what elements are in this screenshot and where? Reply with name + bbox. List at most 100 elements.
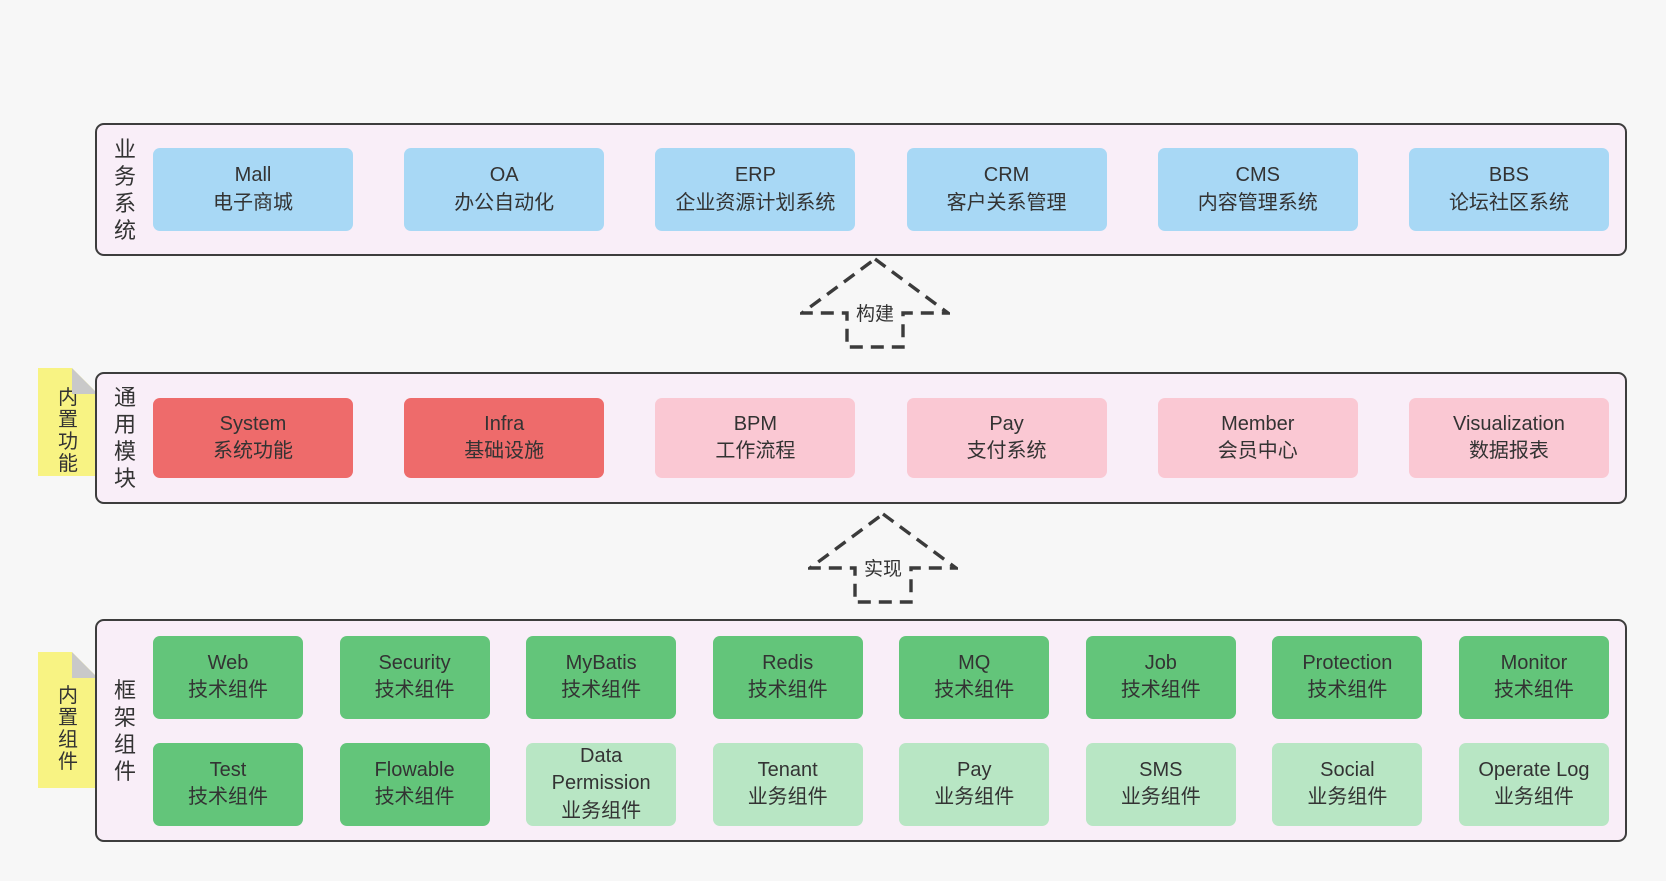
- module-subtitle: 会员中心: [1217, 440, 1298, 462]
- note-label: 内置组件: [58, 685, 78, 773]
- layer-common-modules: 通用模块 System 系统功能 Infra 基础设施 BPM 工作流程 Pay 支付系统 Me…: [95, 372, 1627, 504]
- module-subtitle: 技术组件: [374, 786, 455, 808]
- module-subtitle: 业务组件: [747, 786, 828, 808]
- module-box-system: System 系统功能: [153, 398, 353, 478]
- module-box-operate-log: Operate Log 业务组件: [1458, 742, 1609, 826]
- module-name: BPM: [733, 412, 778, 435]
- module-name: Tenant: [757, 758, 818, 781]
- arrow-label: 构建: [852, 299, 898, 326]
- module-name: Visualization: [1452, 412, 1565, 435]
- module-box-test: Test 技术组件: [153, 742, 303, 826]
- implement-arrow: 实现: [808, 512, 958, 604]
- module-name: SMS: [1139, 758, 1183, 781]
- build-arrow: 构建: [800, 257, 950, 349]
- layer-label: 业务系统: [97, 125, 153, 254]
- module-name: BBS: [1488, 164, 1529, 187]
- module-box-mybatis: MyBatis 技术组件: [526, 635, 677, 719]
- module-name: Member: [1221, 412, 1295, 435]
- module-name: ERP: [734, 164, 776, 187]
- module-name: Infra: [484, 412, 525, 435]
- module-name: Mall: [234, 164, 272, 187]
- module-box-data-permission: Data Permission 业务组件: [526, 742, 677, 826]
- module-name: Protection: [1302, 651, 1393, 674]
- module-name: MQ: [958, 651, 991, 674]
- layer-box-area: System 系统功能 Infra 基础设施 BPM 工作流程 Pay 支付系统 Member 会…: [153, 374, 1625, 502]
- module-subtitle: 工作流程: [715, 440, 796, 462]
- module-name: Pay: [989, 412, 1024, 435]
- module-name: MyBatis: [565, 651, 637, 674]
- module-name: Data Permission: [551, 745, 651, 795]
- module-subtitle: 业务组件: [1120, 786, 1201, 808]
- module-box-mq: MQ 技术组件: [899, 635, 1050, 719]
- layer-label-text: 业务系统: [113, 136, 136, 243]
- module-box-sms: SMS 业务组件: [1085, 742, 1236, 826]
- module-name: Social: [1320, 758, 1375, 781]
- module-box-infra: Infra 基础设施: [404, 398, 605, 478]
- module-subtitle: 技术组件: [934, 679, 1015, 701]
- dashed-up-arrow-icon: [808, 512, 958, 604]
- module-box-social: Social 业务组件: [1272, 742, 1423, 826]
- module-subtitle: 技术组件: [1307, 679, 1388, 701]
- module-subtitle: 数据报表: [1468, 440, 1549, 462]
- sticky-note-builtin-functions: 内置功能: [38, 368, 98, 476]
- module-name: Pay: [957, 758, 992, 781]
- module-subtitle: 技术组件: [374, 679, 455, 701]
- module-box-redis: Redis 技术组件: [712, 635, 863, 719]
- dashed-up-arrow-icon: [800, 257, 950, 349]
- module-subtitle: 企业资源计划系统: [675, 191, 836, 214]
- module-row: System 系统功能 Infra 基础设施 BPM 工作流程 Pay 支付系统 Member 会…: [153, 398, 1609, 478]
- layer-label: 通用模块: [97, 374, 153, 502]
- module-name: CRM: [983, 164, 1030, 187]
- note-label: 内置功能: [58, 387, 78, 475]
- module-subtitle: 基础设施: [464, 440, 545, 462]
- module-subtitle: 内容管理系统: [1197, 191, 1318, 214]
- module-name: Web: [207, 651, 249, 674]
- module-subtitle: 技术组件: [561, 679, 642, 701]
- module-box-visualization: Visualization 数据报表: [1408, 398, 1609, 478]
- module-name: Test: [209, 758, 247, 781]
- module-subtitle: 支付系统: [966, 440, 1047, 462]
- sticky-note-builtin-components: 内置组件: [38, 652, 98, 788]
- module-subtitle: 办公自动化: [454, 191, 555, 214]
- module-box-tenant: Tenant 业务组件: [712, 742, 863, 826]
- module-name: Security: [378, 651, 451, 674]
- module-subtitle: 业务组件: [1307, 786, 1388, 808]
- module-name: Job: [1144, 651, 1177, 674]
- module-subtitle: 技术组件: [747, 679, 828, 701]
- module-name: System: [219, 412, 287, 435]
- module-subtitle: 系统功能: [213, 440, 293, 462]
- module-name: CMS: [1235, 164, 1280, 187]
- module-box-crm: CRM 客户关系管理: [906, 148, 1107, 231]
- module-subtitle: 业务组件: [934, 786, 1015, 808]
- module-box-monitor: Monitor 技术组件: [1458, 635, 1609, 719]
- module-box-member: Member 会员中心: [1157, 398, 1358, 478]
- layer-label-text: 通用模块: [113, 385, 136, 491]
- module-name: Flowable: [374, 758, 455, 781]
- module-name: Operate Log: [1478, 758, 1590, 781]
- module-subtitle: 技术组件: [1493, 679, 1574, 701]
- module-subtitle: 技术组件: [1120, 679, 1201, 701]
- module-box-flowable: Flowable 技术组件: [339, 742, 490, 826]
- module-name: Redis: [762, 651, 814, 674]
- module-subtitle: 客户关系管理: [946, 191, 1067, 214]
- module-box-erp: ERP 企业资源计划系统: [655, 148, 856, 231]
- layer-label: 框架组件: [97, 621, 153, 840]
- module-box-security: Security 技术组件: [339, 635, 490, 719]
- module-subtitle: 业务组件: [1493, 786, 1574, 808]
- module-subtitle: 技术组件: [188, 786, 268, 808]
- module-subtitle: 业务组件: [561, 799, 642, 822]
- arrow-label: 实现: [860, 554, 906, 581]
- module-box-bpm: BPM 工作流程: [655, 398, 856, 478]
- module-name: Monitor: [1500, 651, 1568, 674]
